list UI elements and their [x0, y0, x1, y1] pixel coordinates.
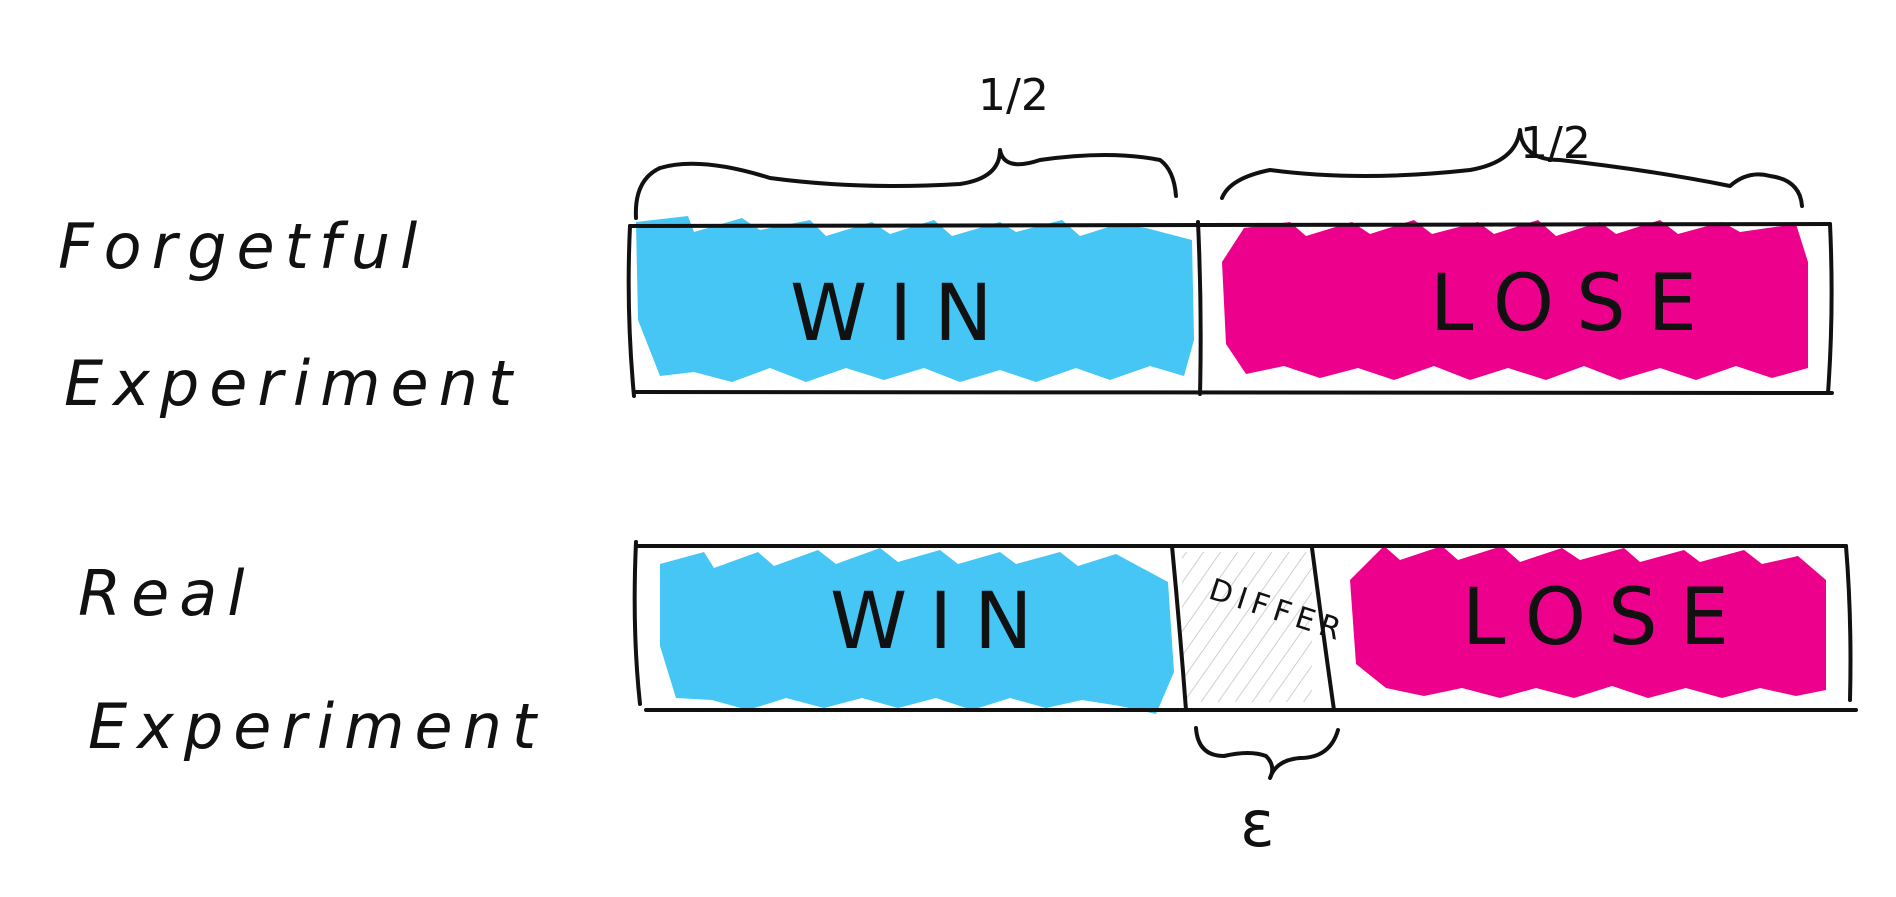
real-bar-outline-bottom [644, 707, 1858, 712]
differ-brace: ε [1194, 726, 1340, 862]
real-bar-right-edge [1844, 544, 1853, 702]
real-lose-label: LOSE [1462, 573, 1751, 663]
real-win-segment [660, 548, 1174, 714]
forgetful-bar-right-edge [1826, 222, 1834, 395]
forgetful-win-label: WIN [790, 269, 1014, 359]
forgetful-label-line2: Experiment [64, 347, 522, 420]
forgetful-bar-divider [1196, 220, 1203, 396]
forgetful-win-brace: 1/2 [633, 70, 1178, 220]
real-label-line1: Real [78, 557, 254, 630]
real-differ-right-edge [1310, 546, 1336, 712]
real-bar: WIN DIFFER LOSE [632, 540, 1858, 714]
forgetful-bar: WIN LOSE [626, 216, 1834, 398]
real-differ-left-edge [1170, 544, 1188, 712]
forgetful-win-segment [636, 216, 1194, 382]
forgetful-lose-segment [1222, 220, 1808, 380]
real-lose-segment [1350, 546, 1826, 698]
forgetful-label-line1: Forgetful [58, 210, 427, 283]
real-win-label: WIN [830, 577, 1054, 667]
forgetful-lose-label: LOSE [1430, 259, 1719, 349]
real-bar-left-edge [632, 540, 642, 706]
forgetful-bar-left-edge [626, 224, 636, 398]
real-label-line2: Experiment [88, 690, 546, 763]
real-differ-segment [1182, 552, 1312, 702]
differ-size-label: ε [1240, 788, 1275, 862]
forgetful-bar-outline-top [628, 221, 1832, 228]
forgetful-lose-fraction: 1/2 [1520, 118, 1591, 169]
forgetful-bar-outline-bottom [632, 389, 1834, 395]
forgetful-win-fraction: 1/2 [978, 70, 1049, 121]
forgetful-lose-brace: 1/2 [1220, 118, 1804, 208]
real-bar-outline-top [634, 543, 1848, 548]
